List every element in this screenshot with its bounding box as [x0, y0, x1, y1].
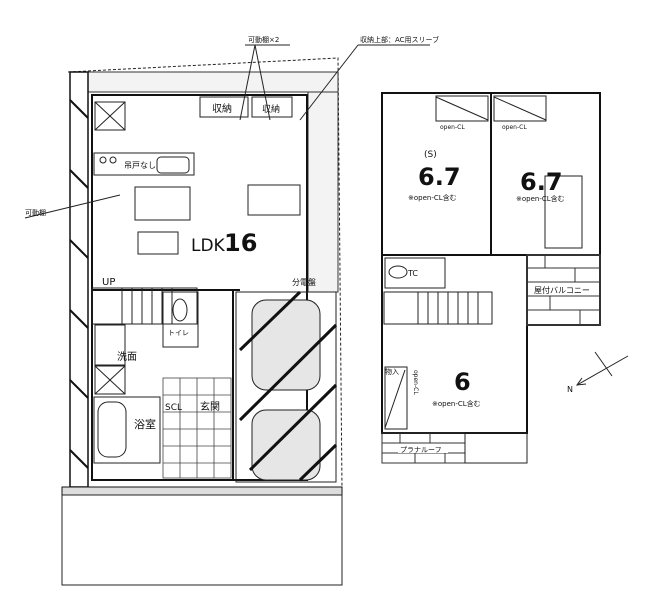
garden-strip-right — [307, 91, 339, 293]
washroom-label: 洗面 — [117, 351, 137, 363]
toilet-1f-label: トイレ — [168, 329, 189, 337]
car-2 — [251, 409, 321, 481]
kitchen-counter — [93, 152, 195, 176]
room-s-note: ※open-CL含む — [408, 193, 457, 202]
open-cl-label-1: open-CL — [440, 124, 465, 131]
storage-label-2: 収納 — [262, 103, 280, 115]
bathroom — [93, 396, 161, 464]
front-road — [61, 494, 343, 586]
sofa — [134, 186, 191, 221]
room-b-note: ※open-CL含む — [432, 399, 481, 408]
storage-closet-2 — [251, 96, 293, 118]
bathroom-label: 浴室 — [134, 417, 156, 431]
movable-shelf-note: 可動棚 — [25, 208, 46, 217]
room-r-note: ※open-CL含む — [516, 194, 565, 203]
void-area — [464, 432, 528, 464]
bathtub — [97, 401, 127, 458]
ldk-label: LDK — [191, 236, 226, 256]
ac-sleeve-note: 収納上部：AC用スリーブ — [360, 35, 439, 44]
north-compass-icon — [575, 351, 629, 386]
stairs-1f — [91, 287, 198, 325]
north-label: N — [567, 385, 573, 394]
balcony — [526, 254, 601, 326]
first-floor-plan: UP 吊戸なし 収納 収納 LDK 16 トイレ 洗面 浴室 SCL 玄関 — [24, 35, 439, 586]
toilet-2f — [384, 257, 446, 289]
site-boundary — [67, 57, 343, 491]
room-b-size: 6 — [454, 368, 471, 396]
second-floor-plan: open-CL open-CL (S) 6.7 ※open-CL含む 6.7 ※… — [381, 92, 629, 464]
front-fence — [61, 486, 343, 496]
room-s-tag: (S) — [424, 150, 437, 160]
washroom — [94, 324, 126, 366]
open-closet-3 — [384, 366, 408, 430]
movable-shelf-x2-note: 可動棚×2 — [248, 35, 279, 44]
bed — [544, 175, 583, 249]
storage-label: 収納 — [212, 102, 232, 115]
ldk-size: 16 — [224, 229, 257, 257]
open-cl-label-3: open-CL — [412, 370, 419, 395]
dining-table — [247, 184, 301, 216]
shoe-closet-label: SCL — [165, 403, 182, 413]
open-cl-label-2: open-CL — [502, 124, 527, 131]
entrance-tiles — [162, 377, 232, 479]
open-closet-1 — [435, 95, 489, 122]
pantry — [94, 101, 126, 131]
garden-strip-top — [87, 71, 339, 93]
laundry-pan — [94, 365, 126, 395]
parking-hatch — [238, 290, 338, 482]
up-label: UP — [102, 277, 115, 288]
kitchen-sink — [156, 156, 190, 174]
balcony-label: 屋付バルコニー — [534, 285, 590, 295]
storage-closet — [199, 96, 249, 118]
small-storage-label: 物入 — [385, 367, 399, 376]
room-r-size: 6.7 — [520, 168, 563, 196]
meter-label: 分電盤 — [292, 277, 316, 287]
toilet-1f — [162, 291, 199, 348]
left-boundary-wall — [69, 71, 89, 488]
wall-hatching — [69, 99, 89, 469]
toilet-2f-label: TC — [407, 269, 418, 278]
coffee-table — [137, 231, 179, 255]
entrance-label: 玄関 — [200, 400, 220, 413]
no-wall-cabinet-label: 吊戸なし — [124, 161, 156, 170]
roof-terrace-label: プラナルーフ — [400, 446, 442, 454]
room-s-size: 6.7 — [418, 163, 461, 191]
open-closet-2 — [493, 95, 547, 122]
